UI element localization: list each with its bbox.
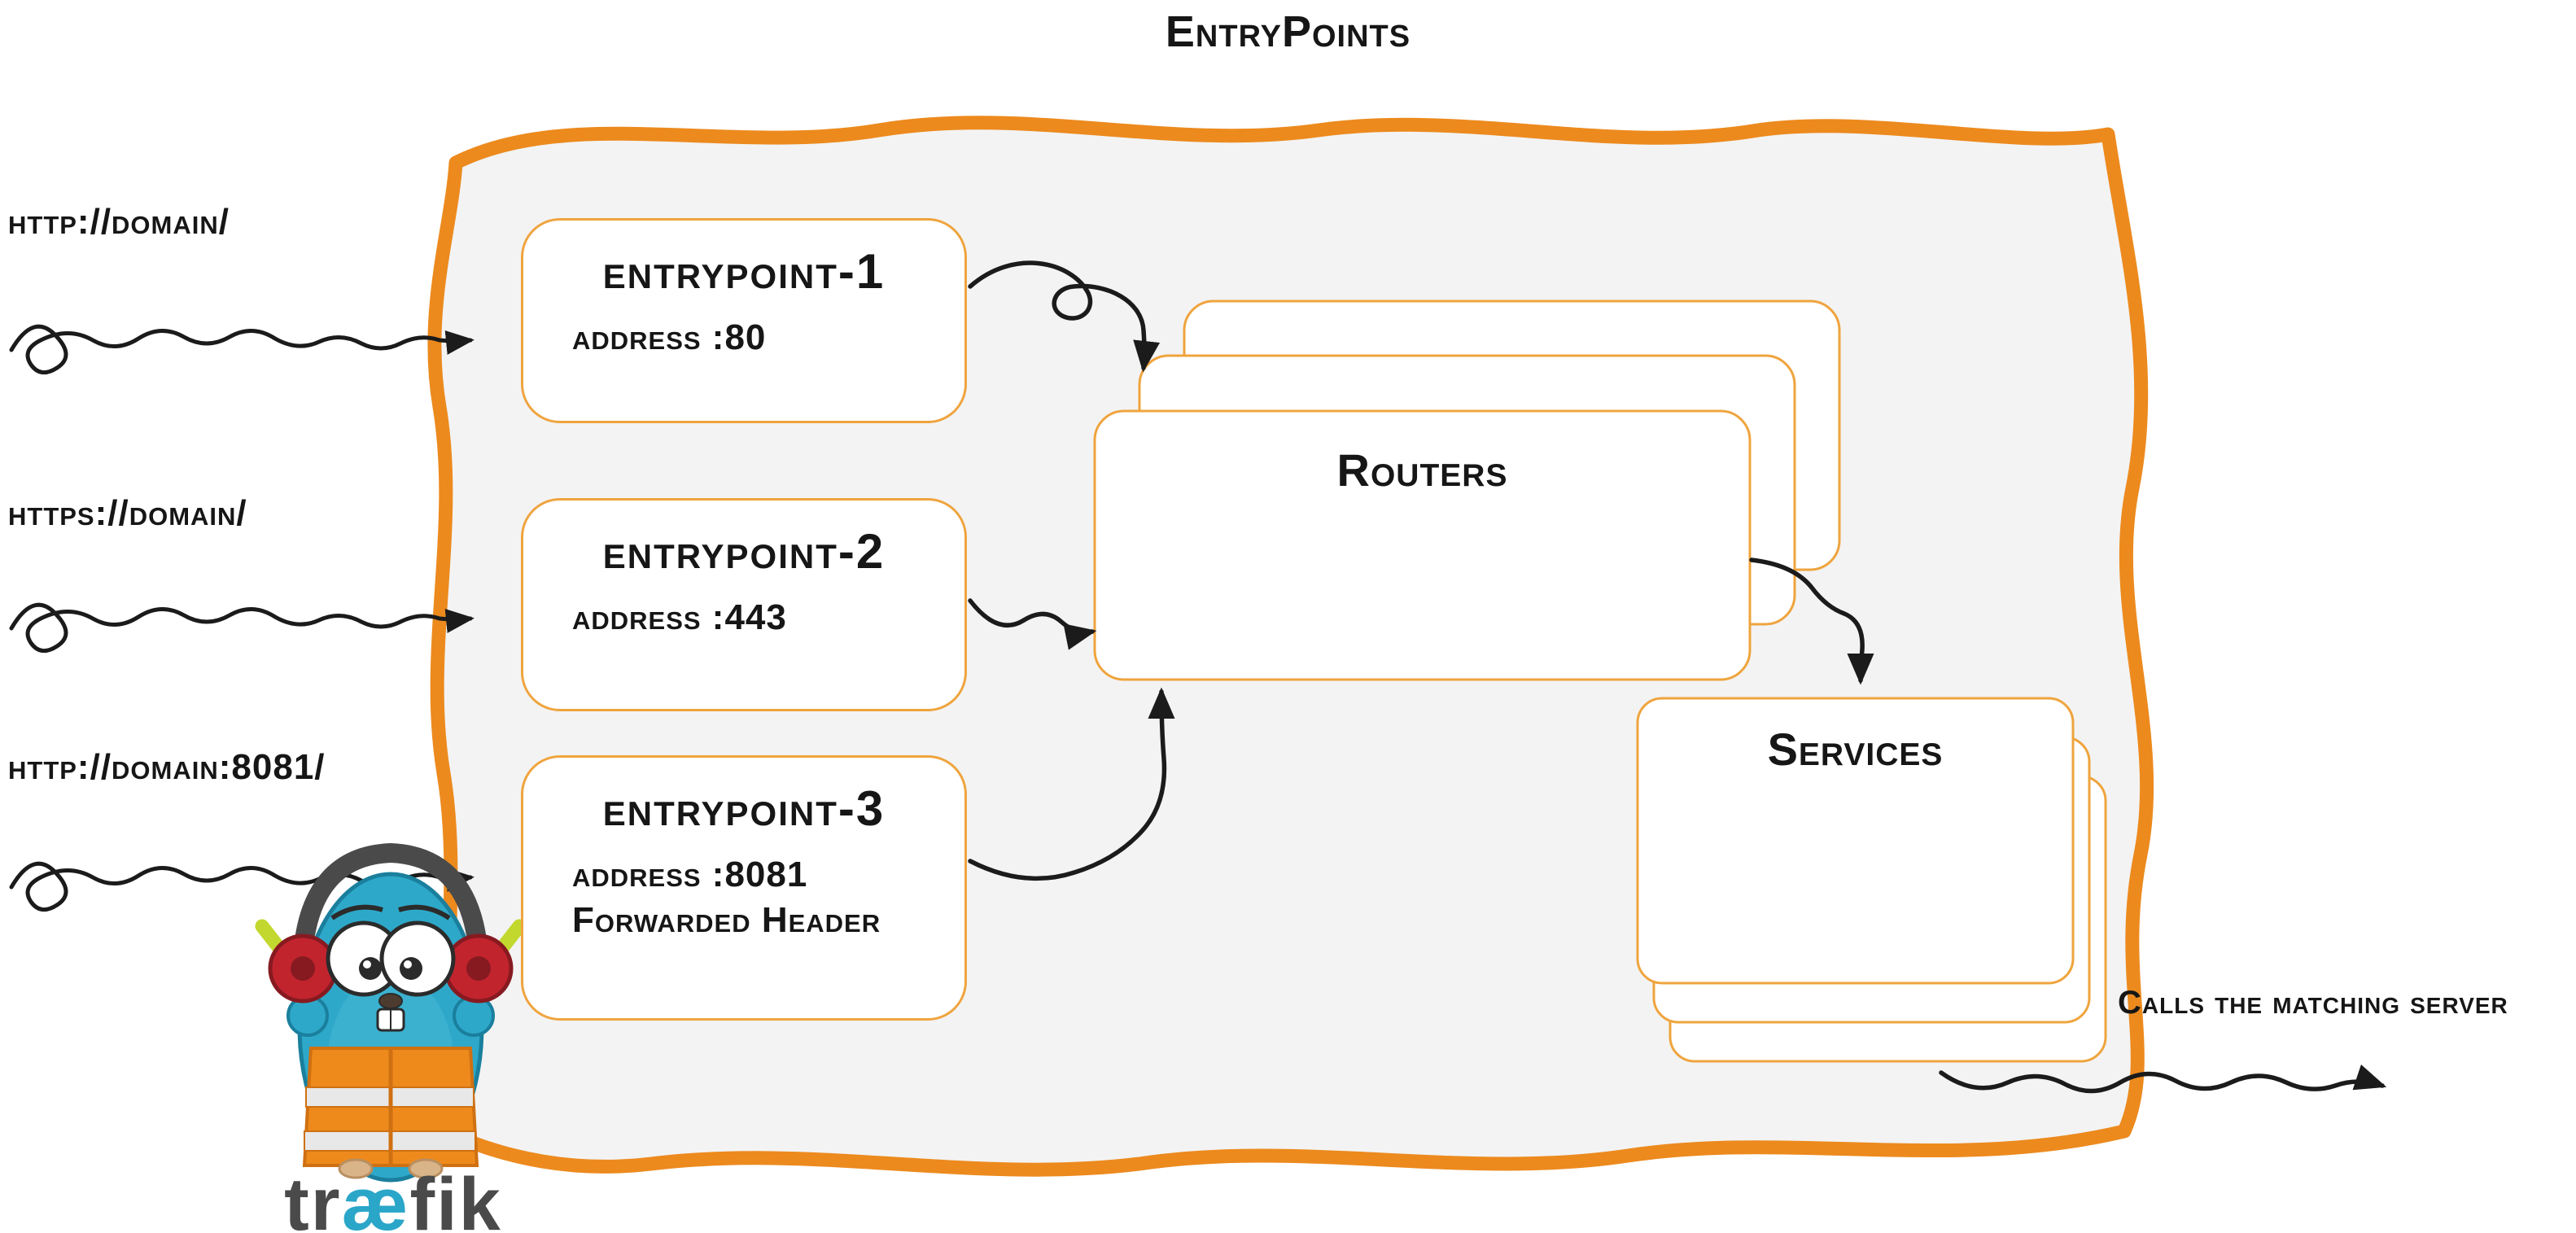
entrypoint-3-forwarded-header: Forwarded Header — [572, 900, 881, 940]
service-card-front — [1636, 697, 2075, 985]
gopher-pupil-left — [359, 957, 382, 980]
gopher-nose — [378, 993, 403, 1009]
traefik-wordmark: træfik — [259, 1162, 527, 1233]
arrow-services-to-server — [1939, 1064, 2387, 1094]
safety-vest-icon — [302, 1047, 479, 1167]
router-card-front — [1093, 409, 1752, 681]
arrow-http-to-entrypoint1 — [11, 326, 470, 372]
entrypoint-1-address: address :80 — [572, 317, 767, 357]
input-url-http-8081: http://domain:8081/ — [8, 747, 326, 787]
gopher-pupil-right-glint — [404, 960, 412, 968]
arrow-entrypoint2-to-routers — [968, 598, 1097, 650]
arrow-entrypoint3-to-routers — [968, 687, 1175, 881]
entrypoint-3-name: entrypoint-3 — [602, 781, 886, 836]
entrypoint-1-name: entrypoint-1 — [602, 244, 886, 299]
traefik-gopher-mascot — [255, 842, 527, 1183]
input-url-http: http://domain/ — [8, 202, 230, 242]
routers-stack — [1093, 300, 1841, 681]
entrypoint-1-box: entrypoint-1 address :80 — [521, 218, 967, 423]
headphone-cup-left-center — [291, 956, 315, 981]
arrow-routers-to-services — [1749, 557, 1874, 685]
services-label: Services — [1767, 724, 1944, 775]
services-stack — [1636, 697, 2107, 1063]
diagram-title: EntryPoints — [1165, 7, 1411, 56]
output-label: Calls the matching server — [2118, 985, 2508, 1021]
gopher-brow-right — [398, 904, 451, 920]
arrows — [11, 260, 2387, 1094]
input-url-https: https://domain/ — [8, 493, 247, 533]
entrypoint-3-box: entrypoint-3 address :8081 Forwarded Hea… — [521, 755, 967, 1021]
gopher-foot-right — [408, 1158, 444, 1179]
headphones-icon — [293, 842, 488, 955]
entrypoint-2-address: address :443 — [572, 597, 787, 637]
gopher-pupil-right — [400, 957, 422, 980]
entrypoint-2-name: entrypoint-2 — [602, 524, 886, 579]
arrow-https-to-entrypoint2 — [11, 605, 470, 650]
entrypoint-2-box: entrypoint-2 address :443 — [521, 498, 967, 711]
gopher-eye-right — [379, 920, 456, 997]
entrypoint-3-address: address :8081 — [572, 855, 808, 894]
wordmark-fik: fik — [409, 1163, 502, 1233]
routers-label: Routers — [1336, 444, 1508, 496]
arrow-entrypoint1-to-routers — [968, 260, 1161, 373]
wordmark-ae: æ — [341, 1163, 410, 1233]
gopher-foot-left — [338, 1158, 374, 1179]
gopher-pupil-left-glint — [363, 960, 371, 968]
wordmark-tr: tr — [284, 1163, 342, 1233]
gopher-brow-left — [330, 904, 383, 920]
headphone-cup-right-center — [466, 956, 491, 981]
